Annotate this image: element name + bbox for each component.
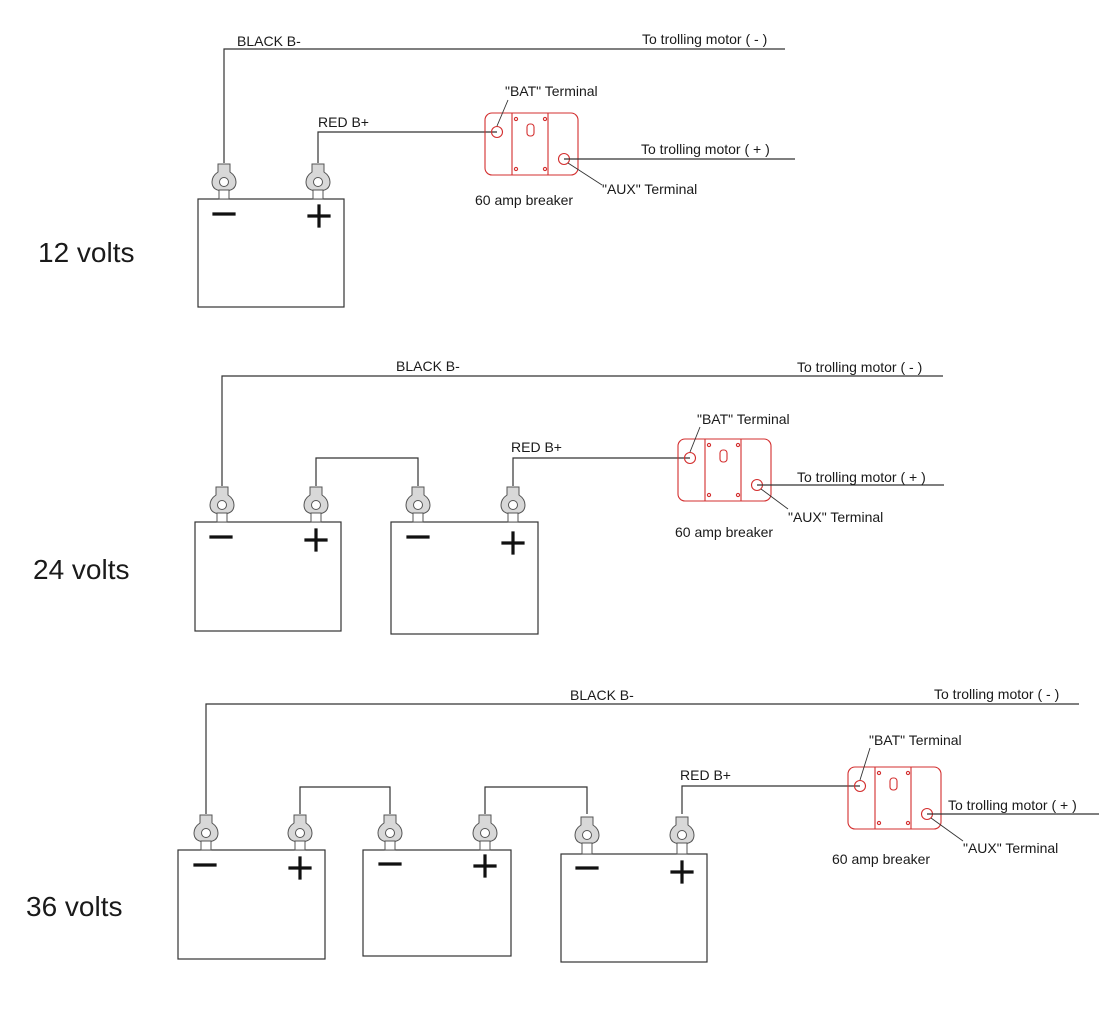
battery-3-positive-terminal	[669, 816, 695, 855]
voltage-label: 24 volts	[33, 554, 130, 585]
series-jumper-wire-1	[299, 786, 391, 814]
black-negative-wire	[205, 703, 1079, 814]
battery-1-negative-terminal	[209, 486, 235, 523]
battery-1-positive-terminal	[303, 486, 329, 523]
black-wire-label: BLACK B-	[570, 687, 634, 703]
battery-negative-terminal	[211, 163, 237, 200]
section-36-volts: 36 volts BLACK B- To trolling motor ( - …	[26, 686, 1099, 963]
series-jumper-wire	[315, 457, 419, 486]
bat-terminal-label: "BAT" Terminal	[869, 732, 962, 748]
breaker-60-amp	[677, 438, 772, 502]
battery-1-negative-terminal	[193, 814, 219, 851]
battery-2-positive-terminal	[500, 486, 526, 523]
aux-terminal-label: "AUX" Terminal	[602, 181, 697, 197]
red-positive-wire	[681, 785, 860, 814]
plus-symbol	[501, 531, 525, 555]
motor-positive-label: To trolling motor ( + )	[641, 141, 770, 157]
black-wire-label: BLACK B-	[237, 33, 301, 49]
bat-terminal-label: "BAT" Terminal	[697, 411, 790, 427]
motor-negative-label: To trolling motor ( - )	[797, 359, 922, 375]
voltage-label: 36 volts	[26, 891, 123, 922]
battery-2-positive-terminal	[472, 814, 498, 851]
breaker-label: 60 amp breaker	[675, 524, 773, 540]
red-positive-wire	[317, 131, 497, 163]
plus-symbol	[288, 856, 312, 880]
motor-positive-label: To trolling motor ( + )	[948, 797, 1077, 813]
plus-symbol	[304, 528, 328, 552]
plus-symbol	[473, 854, 497, 878]
battery-3-negative-terminal	[574, 816, 600, 855]
battery-2-negative-terminal	[377, 814, 403, 851]
battery-positive-terminal	[305, 163, 331, 200]
aux-terminal-label: "AUX" Terminal	[963, 840, 1058, 856]
bat-terminal-post	[683, 451, 697, 465]
breaker-60-amp	[847, 766, 942, 830]
black-wire-label: BLACK B-	[396, 358, 460, 374]
battery-3	[560, 853, 708, 963]
series-jumper-wire-2	[484, 786, 588, 814]
plus-symbol	[307, 204, 331, 228]
battery-1-positive-terminal	[287, 814, 313, 851]
voltage-label: 12 volts	[38, 237, 135, 268]
motor-negative-label: To trolling motor ( - )	[934, 686, 1059, 702]
bat-terminal-post	[490, 125, 504, 139]
breaker-label: 60 amp breaker	[832, 851, 930, 867]
red-wire-label: RED B+	[680, 767, 731, 783]
red-positive-wire	[512, 457, 690, 486]
plus-symbol	[670, 860, 694, 884]
breaker-label: 60 amp breaker	[475, 192, 573, 208]
bat-terminal-label: "BAT" Terminal	[505, 83, 598, 99]
section-12-volts: 12 volts BLACK B- To trolling motor ( - …	[38, 31, 795, 308]
motor-negative-label: To trolling motor ( - )	[642, 31, 767, 47]
battery-2-negative-terminal	[405, 486, 431, 523]
red-wire-label: RED B+	[511, 439, 562, 455]
bat-terminal-post	[853, 779, 867, 793]
breaker-60-amp	[484, 112, 579, 176]
motor-positive-label: To trolling motor ( + )	[797, 469, 926, 485]
battery-2	[390, 521, 539, 635]
black-negative-wire	[223, 48, 785, 163]
black-negative-wire	[221, 375, 943, 486]
aux-terminal-label: "AUX" Terminal	[788, 509, 883, 525]
section-24-volts: 24 volts BLACK B- To trolling motor ( - …	[33, 358, 944, 635]
red-wire-label: RED B+	[318, 114, 369, 130]
